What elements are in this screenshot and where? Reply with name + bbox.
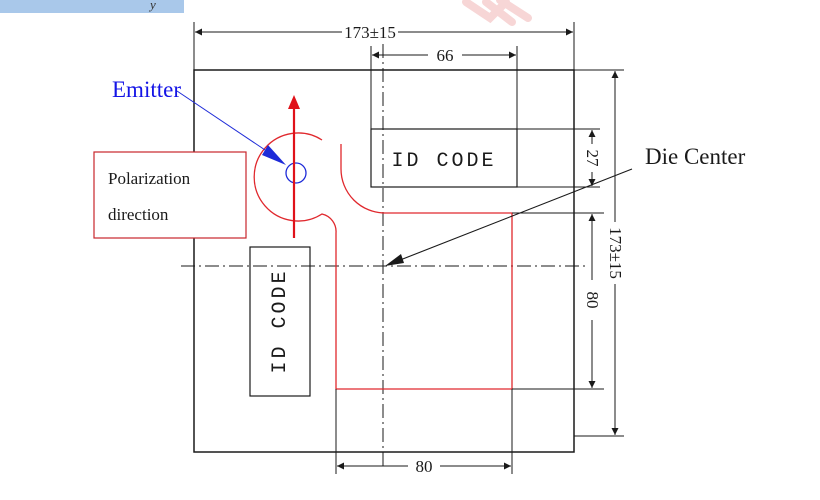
- dim-id-width-label: 66: [437, 46, 454, 65]
- id-code-box-left: [249, 246, 311, 397]
- emitter-label: Emitter: [112, 77, 181, 102]
- die-outline: [193, 69, 575, 453]
- dim-id-height-label: 27: [583, 150, 602, 168]
- emitter-leader-arrowhead: [262, 145, 286, 165]
- polarization-label-line2: direction: [108, 205, 169, 224]
- id-code-top-label: ID CODE: [391, 150, 496, 173]
- header-strip: [0, 0, 184, 13]
- dim-active-width-label: 80: [416, 457, 433, 476]
- polarization-arrowhead: [288, 95, 300, 109]
- watermark-logo: [462, 0, 532, 26]
- dim-active-height-label: 80: [583, 292, 602, 309]
- die-center-arrowhead: [385, 254, 404, 266]
- emitter-leader-line: [176, 90, 281, 161]
- header-strip-glyph: y: [148, 0, 156, 12]
- dim-overall-height-label: 173±15: [606, 227, 625, 279]
- die-center-leader: [389, 168, 633, 265]
- polarization-callout-box: [93, 151, 247, 239]
- emitter-circle: [285, 162, 307, 184]
- polarization-label-line1: Polarization: [108, 169, 191, 188]
- active-area-boundary: [253, 132, 513, 390]
- die-center-label: Die Center: [645, 144, 746, 169]
- dim-overall-width-label: 173±15: [344, 23, 396, 42]
- id-code-left-label: ID CODE: [269, 268, 292, 373]
